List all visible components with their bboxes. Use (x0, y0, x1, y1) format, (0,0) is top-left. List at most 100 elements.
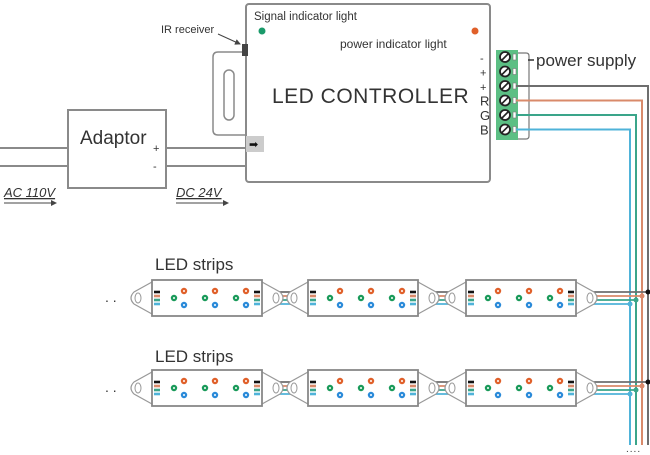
strip-pad (310, 298, 316, 302)
dc-output-wires (166, 147, 246, 167)
led-strip-rows (130, 279, 650, 407)
signal-indicator-led-icon (258, 27, 266, 35)
led-strip-segment (130, 369, 284, 407)
strip-pad (468, 380, 474, 384)
strip-pad (410, 298, 416, 302)
dc-output-label: DC 24V (176, 185, 223, 200)
led-strip-segment (444, 279, 598, 317)
strip-pad (568, 294, 574, 298)
strip-pad (410, 302, 416, 306)
strip-pad (310, 384, 316, 388)
bus-wire-blue (516, 128, 631, 445)
terminal-label-5: B (480, 123, 489, 138)
adaptor-box (67, 109, 167, 189)
power-supply-label: power supply (536, 51, 637, 70)
strip-pad (468, 290, 474, 294)
strip-pad (468, 302, 474, 306)
ir-window-icon (223, 69, 235, 121)
controller-box (245, 3, 491, 183)
power-indicator-label: power indicator light (340, 37, 447, 51)
strip-pad (568, 384, 574, 388)
continuation-dots-row-1: . . (105, 289, 117, 305)
strip-pad (310, 294, 316, 298)
adaptor-label: Adaptor (80, 128, 147, 149)
strip-pad (254, 298, 260, 302)
bus-junction-dot (627, 301, 633, 307)
bus-wire-red (516, 99, 643, 445)
strip-pad (568, 290, 574, 294)
adaptor-plus-label: + (153, 143, 159, 155)
strip-pad (568, 302, 574, 306)
bus-junction-dot (645, 379, 650, 385)
strip-body (307, 369, 419, 407)
main-wires (516, 85, 649, 445)
strip-pad (310, 380, 316, 384)
strip-pad (410, 380, 416, 384)
bus-wire-v-plus (516, 85, 649, 445)
strip-pad (568, 298, 574, 302)
terminal-label-2: + (480, 82, 486, 94)
terminal-label-4: G (480, 108, 490, 123)
strip-pad (310, 392, 316, 396)
strip-pad (410, 388, 416, 392)
strip-pad (154, 392, 160, 396)
strip-pad (154, 294, 160, 298)
strip-pad (410, 290, 416, 294)
ir-receiver-label: IR receiver (161, 24, 215, 36)
bus-junction-dot (627, 391, 633, 397)
terminal-slot (512, 97, 517, 104)
power-supply-label-group: power supply (528, 51, 637, 70)
led-strip-segment (444, 369, 598, 407)
strip-pad (568, 380, 574, 384)
ac-input-wires (0, 147, 68, 167)
strip-pad (154, 388, 160, 392)
strip-pad (410, 392, 416, 396)
strip-pad (254, 380, 260, 384)
bus-junction-dot (639, 293, 645, 299)
strip-pad (468, 388, 474, 392)
led-strips-label-1: LED strips (155, 255, 233, 274)
terminal-labels: -++RGB (480, 53, 490, 138)
terminal-label-0: - (480, 53, 484, 65)
strip-pad (154, 298, 160, 302)
strip-pad (254, 294, 260, 298)
ir-remote-housing (212, 51, 246, 136)
led-strip-row-2 (130, 369, 650, 407)
dc-output-label-group: DC 24V (176, 185, 229, 206)
strip-pad (568, 392, 574, 396)
terminal-slot (512, 126, 517, 133)
dc-input-jack (246, 136, 264, 152)
bus-junction-dot (645, 289, 650, 295)
strip-pad (468, 294, 474, 298)
continuation-dots-bottom: .... (626, 444, 641, 455)
strip-pad (154, 302, 160, 306)
strip-pad (568, 388, 574, 392)
ir-receiver-sensor (242, 44, 248, 56)
strip-pad (310, 290, 316, 294)
terminal-label-3: R (480, 94, 489, 109)
bus-junction-dot (639, 383, 645, 389)
terminal-slot (512, 68, 517, 75)
ac-input-label: AC 110V (3, 185, 56, 200)
terminal-label-1: + (480, 68, 486, 80)
strip-pad (310, 302, 316, 306)
strip-pad (254, 290, 260, 294)
ir-receiver-pointer (217, 33, 241, 45)
signal-indicator-label: Signal indicator light (254, 11, 358, 23)
adaptor-minus-label: - (153, 161, 157, 173)
dc-input-arrow-icon: ➡ (249, 139, 258, 151)
strip-pad (154, 384, 160, 388)
adaptor: Adaptor + - (67, 109, 167, 189)
strip-pad (154, 380, 160, 384)
led-strips-label-2: LED strips (155, 347, 233, 366)
led-strip-segment (286, 279, 440, 317)
strip-pad (254, 384, 260, 388)
led-strip-segment (130, 279, 284, 317)
strip-pad (468, 392, 474, 396)
controller-label: LED CONTROLLER (272, 85, 469, 108)
strip-pad (254, 392, 260, 396)
strip-pad (254, 302, 260, 306)
bus-junction-dot (633, 387, 639, 393)
led-strip-row-1 (130, 279, 650, 317)
